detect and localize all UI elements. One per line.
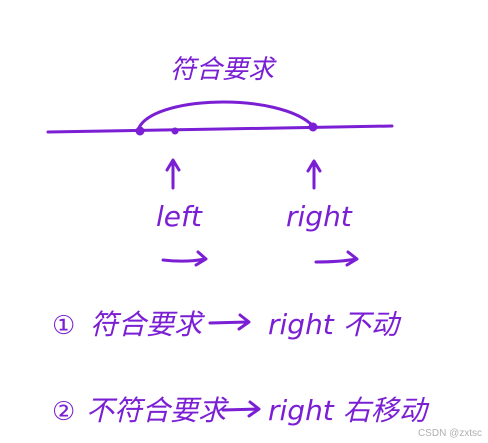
- mid-dot: [171, 127, 179, 135]
- right-move-arrow: [314, 250, 359, 267]
- left-endpoint-dot: [135, 126, 145, 136]
- rule-1-condition: 符合要求: [90, 308, 205, 341]
- left-up-arrow: [165, 158, 181, 190]
- rule-1-arrow: [208, 313, 251, 331]
- right-label: right: [286, 200, 353, 233]
- left-move-arrow: [161, 250, 208, 267]
- right-up-arrow: [306, 159, 322, 190]
- arc-label: 符合要求: [170, 55, 277, 85]
- watermark: CSDN @zxtsc: [417, 428, 482, 439]
- left-label: left: [156, 200, 203, 233]
- rule-1-result: right 不动: [268, 308, 402, 341]
- rule-2-result: right 右移动: [268, 394, 430, 427]
- rule-2-condition: 不符合要求: [86, 394, 229, 427]
- right-endpoint-dot: [308, 122, 318, 132]
- rule-1-number: ①: [52, 311, 75, 341]
- rule-2-arrow: [221, 400, 261, 418]
- rule-2-number: ②: [52, 397, 75, 427]
- window-arc: [136, 100, 315, 132]
- number-line: [46, 124, 394, 134]
